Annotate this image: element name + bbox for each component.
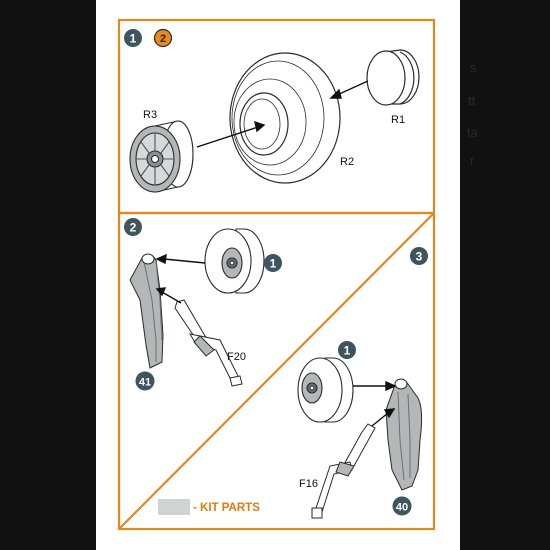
label-r3: R3 xyxy=(143,109,157,121)
ref-wheel-number-b: 1 xyxy=(344,344,351,358)
kit-parts-swatch xyxy=(158,499,190,515)
background-text-2: tt xyxy=(468,93,475,108)
step-3-number: 3 xyxy=(416,250,423,264)
background-text-3: ta xyxy=(467,125,478,140)
ref-wheel-badge-b: 1 xyxy=(338,341,356,359)
label-f20: F20 xyxy=(227,351,246,363)
label-f16: F16 xyxy=(299,478,318,490)
wheel-assembly-step-2 xyxy=(205,229,264,293)
step-3-badge: 3 xyxy=(410,247,428,265)
kit-parts-legend: - KIT PARTS xyxy=(193,502,260,514)
step-1-alt-badge: 2 xyxy=(155,30,172,47)
wheel-assembly-step-3 xyxy=(298,358,353,422)
kit-part-40-badge: 40 xyxy=(393,497,412,516)
kit-part-41-number: 41 xyxy=(139,377,151,389)
step-1-alt-number: 2 xyxy=(160,33,166,45)
background-text-1: s xyxy=(470,60,477,75)
background-text-4: r xyxy=(470,153,474,168)
ref-wheel-number-a: 1 xyxy=(270,257,277,271)
tire-r2 xyxy=(230,53,340,183)
kit-part-41-badge: 41 xyxy=(136,372,155,391)
ref-wheel-badge-a: 1 xyxy=(264,254,282,272)
kit-part-40-number: 40 xyxy=(396,502,408,514)
hub-cap-r1 xyxy=(367,50,419,105)
step-1-number: 1 xyxy=(130,32,137,46)
step-2-number: 2 xyxy=(130,221,137,235)
label-r1: R1 xyxy=(391,114,405,126)
label-r2: R2 xyxy=(340,156,354,168)
step-1-badge: 1 xyxy=(124,29,142,47)
step-2-badge: 2 xyxy=(124,218,142,236)
